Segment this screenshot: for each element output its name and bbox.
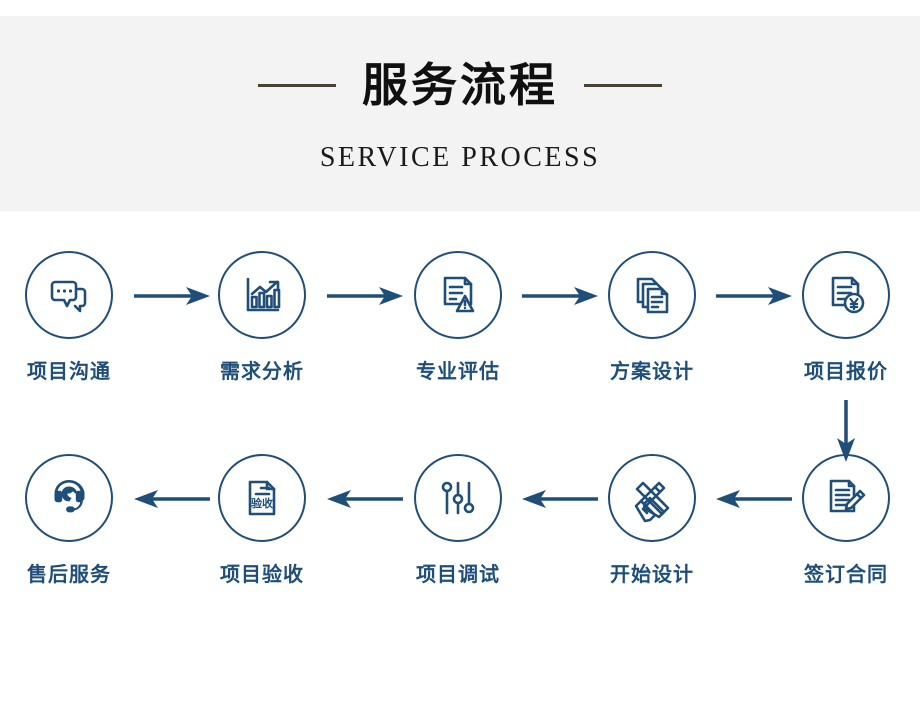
document-yuan-icon [821, 270, 871, 320]
flow-step-label: 项目报价 [804, 359, 888, 383]
flow-step-4[interactable]: 方案设计 [587, 251, 717, 384]
page-title: 服务流程 [362, 58, 558, 112]
step-icon-circle [218, 251, 306, 339]
arrow-step2-to-step3 [327, 284, 403, 308]
document-acceptance-icon: 验收 [237, 473, 287, 523]
step-icon-circle: 验收 [218, 454, 306, 542]
arrow-step9-to-step10 [134, 487, 210, 511]
flow-step-5[interactable]: 项目报价 [781, 251, 911, 384]
header-band: 服务流程 SERVICE PROCESS [0, 16, 920, 211]
acceptance-icon-text: 验收 [251, 496, 273, 510]
stacked-documents-icon [627, 270, 677, 320]
flow-step-label: 项目验收 [220, 562, 304, 586]
arrow-step1-to-step2 [134, 284, 210, 308]
flow-step-1[interactable]: 项目沟通 [4, 251, 134, 384]
flow-step-label: 开始设计 [610, 562, 694, 586]
chat-bubbles-icon [44, 270, 94, 320]
title-row: 服务流程 [0, 62, 920, 108]
flow-step-label: 需求分析 [220, 359, 304, 383]
flow-step-label: 项目沟通 [27, 359, 111, 383]
step-icon-circle [25, 251, 113, 339]
pencil-ruler-icon [627, 473, 677, 523]
decorative-line-left [258, 83, 336, 87]
flow-step-6[interactable]: 签订合同 [781, 454, 911, 587]
arrow-step8-to-step9 [327, 487, 403, 511]
bar-chart-trend-icon [237, 270, 287, 320]
decorative-line-right [584, 83, 662, 87]
flow-step-2[interactable]: 需求分析 [197, 251, 327, 384]
flow-step-8[interactable]: 项目调试 [393, 454, 523, 587]
step-icon-circle [414, 454, 502, 542]
flow-step-label: 售后服务 [27, 562, 111, 586]
page-subtitle: SERVICE PROCESS [319, 142, 601, 173]
step-icon-circle [802, 251, 890, 339]
arrow-step5-to-step6 [834, 400, 858, 462]
flow-step-label: 项目调试 [416, 562, 500, 586]
sliders-icon [433, 473, 483, 523]
step-icon-circle [608, 251, 696, 339]
document-pen-icon [821, 473, 871, 523]
step-icon-circle [802, 454, 890, 542]
step-icon-circle [25, 454, 113, 542]
step-icon-circle [608, 454, 696, 542]
arrow-step4-to-step5 [716, 284, 792, 308]
flow-step-label: 签订合同 [804, 562, 888, 586]
flow-step-9[interactable]: 验收 项目验收 [197, 454, 327, 587]
arrow-step3-to-step4 [522, 284, 598, 308]
process-flow: 项目沟通 需求分析 [0, 211, 920, 727]
flow-step-label: 方案设计 [610, 359, 694, 383]
flow-step-7[interactable]: 开始设计 [587, 454, 717, 587]
step-icon-circle [414, 251, 502, 339]
flow-step-label: 专业评估 [416, 359, 500, 383]
headset-support-icon [44, 473, 94, 523]
flow-step-10[interactable]: 售后服务 [4, 454, 134, 587]
arrow-step6-to-step7 [716, 487, 792, 511]
flow-step-3[interactable]: 专业评估 [393, 251, 523, 384]
arrow-step7-to-step8 [522, 487, 598, 511]
document-warning-icon [433, 270, 483, 320]
